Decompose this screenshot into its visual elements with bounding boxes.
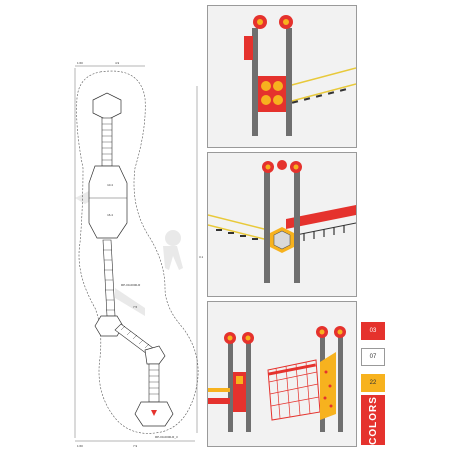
safety-zone-outline (76, 70, 199, 434)
area-label-c: 7.5 (133, 305, 138, 309)
color-code-3: 22 (369, 380, 377, 386)
bridge-long (102, 239, 116, 317)
tower-platform-middle (88, 165, 128, 239)
dim-bottom: 7.9 (133, 444, 138, 448)
product-render-1 (207, 5, 357, 148)
colors-label: COLORS (367, 395, 379, 445)
dim-right: 3.1 (199, 255, 204, 259)
dim-top: 4.9 (115, 61, 120, 65)
bridge-lower (148, 363, 160, 403)
product-render-2 (207, 152, 357, 297)
area-label-a: 10.4 (107, 183, 113, 187)
marker-red (151, 410, 157, 416)
plan-code-middle: RP-00-0000-R (121, 283, 141, 287)
product-render-3 (207, 301, 357, 447)
tower-platform-top (92, 92, 122, 121)
dim-bottom-left: 1:60 (77, 444, 83, 448)
plan-code-bottom: RP-00-0000-R_3 (155, 435, 178, 439)
color-swatch-1: 03 (361, 322, 385, 340)
dimension-lines (74, 65, 198, 442)
area-label-b: 16.4 (107, 213, 113, 217)
dim-top-left: 1:60 (77, 61, 83, 65)
color-swatch-3: 22 (361, 374, 385, 392)
color-code-2: 07 (369, 354, 377, 360)
tower-platform-bottom-a (144, 345, 166, 365)
color-code-1: 03 (369, 328, 377, 334)
color-swatch-2: 07 (361, 348, 385, 366)
site-plan-drawing: 10.4 16.4 RP-00-0000-R 7.5 1:60 4.9 3.1 … (74, 61, 204, 448)
colors-label-tab: COLORS (361, 395, 385, 445)
